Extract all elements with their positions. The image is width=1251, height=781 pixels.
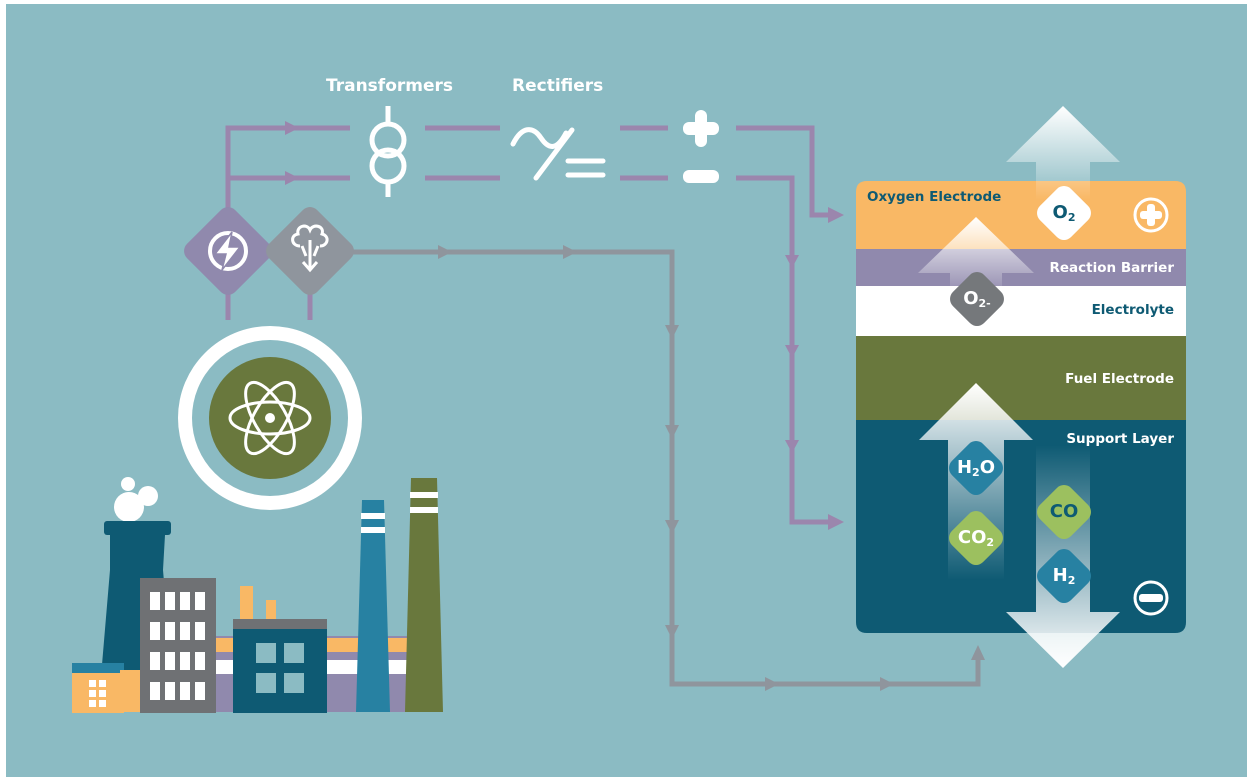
- support-layer-label: Support Layer: [1066, 431, 1174, 447]
- electrolyte-label: Electrolyte: [1091, 302, 1174, 318]
- power-arrowheads: [285, 121, 844, 530]
- transformer-icon: [369, 106, 407, 197]
- anode-plus-icon: [1133, 197, 1169, 233]
- transformers-label: Transformers: [326, 76, 454, 96]
- o2-ion-badge: O2-: [945, 267, 1009, 331]
- steam-icon: [266, 207, 354, 295]
- cathode-minus-icon: [1133, 580, 1169, 616]
- reaction-barrier-label: Reaction Barrier: [1049, 260, 1175, 276]
- h2-badge: H2: [1032, 544, 1096, 608]
- o2-badge: O2: [1032, 181, 1096, 245]
- atom-icon: [178, 326, 362, 510]
- steam-arrowheads: [438, 245, 985, 691]
- co2-badge: CO2: [944, 506, 1008, 570]
- h2o-badge: H2O: [944, 436, 1008, 500]
- minus-icon: [683, 170, 719, 183]
- plus-icon: [683, 110, 719, 147]
- rectifiers-label: Rectifiers: [512, 76, 604, 96]
- fuel-electrode-label: Fuel Electrode: [1065, 371, 1174, 387]
- oxygen-electrode-label: Oxygen Electrode: [867, 189, 1002, 205]
- ac-dc-icon: [510, 127, 606, 181]
- power-icon: [184, 207, 272, 295]
- co-badge: CO: [1032, 480, 1096, 544]
- factory-illustration: [72, 477, 443, 713]
